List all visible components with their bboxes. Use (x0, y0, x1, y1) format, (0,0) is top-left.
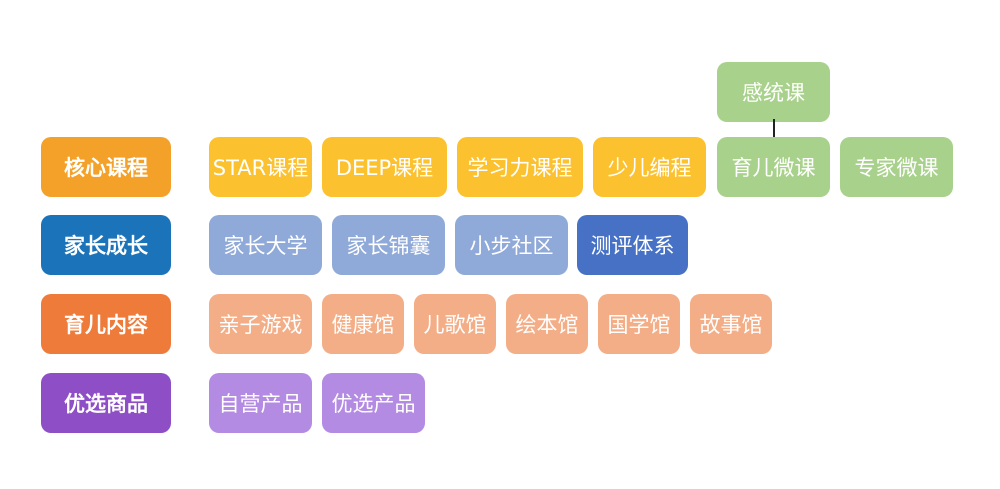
item-parenting-microcourse: 育儿微课 (717, 137, 830, 197)
item-expert-microcourse: 专家微课 (840, 137, 953, 197)
category-parenting-content: 育儿内容 (41, 294, 171, 354)
item-parent-tips: 家长锦囊 (332, 215, 445, 275)
category-parent-growth: 家长成长 (41, 215, 171, 275)
item-own-products: 自营产品 (209, 373, 312, 433)
item-parent-university: 家长大学 (209, 215, 322, 275)
item-songs-hall: 儿歌馆 (414, 294, 496, 354)
item-parent-child-games: 亲子游戏 (209, 294, 312, 354)
item-classics-hall: 国学馆 (598, 294, 680, 354)
item-health-hall: 健康馆 (322, 294, 404, 354)
category-core-courses: 核心课程 (41, 137, 171, 197)
category-selected-goods: 优选商品 (41, 373, 171, 433)
item-learning-course: 学习力课程 (457, 137, 583, 197)
item-star-course: STAR课程 (209, 137, 312, 197)
item-picturebook-hall: 绘本馆 (506, 294, 588, 354)
item-assessment-system: 测评体系 (577, 215, 688, 275)
connector-line (773, 119, 775, 137)
node-gantong: 感统课 (717, 62, 830, 122)
item-deep-course: DEEP课程 (322, 137, 447, 197)
item-selected-products: 优选产品 (322, 373, 425, 433)
item-community: 小步社区 (455, 215, 568, 275)
item-story-hall: 故事馆 (690, 294, 772, 354)
item-kids-coding: 少儿编程 (593, 137, 706, 197)
